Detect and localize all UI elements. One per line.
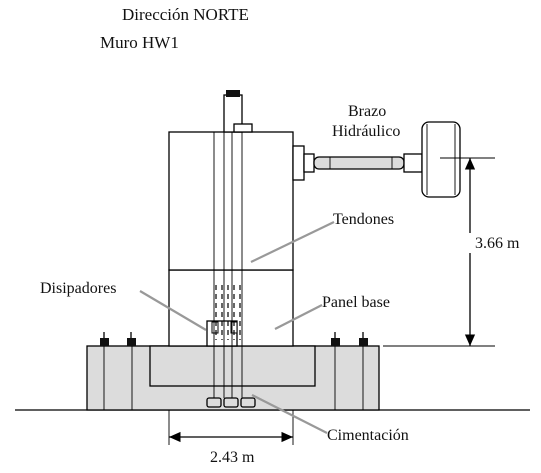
wall-title: Muro HW1 [100,33,179,52]
height-dimension [383,157,532,347]
actuator-label-line2: Hidráulico [332,123,400,140]
direction-title: Dirección NORTE [122,5,249,24]
foundation-leader [251,394,328,434]
height-dimension-label: 3.66 m [475,235,520,252]
actuator-label-line1: Brazo [348,103,386,120]
base-panel-leader [274,304,323,330]
width-dimension [168,410,294,445]
base-panel-label: Panel base [322,294,390,311]
dissipators-leader [139,290,207,331]
hydraulic-actuator [292,121,461,198]
tendons-leader [250,221,335,263]
upper-wall-panel [168,131,294,271]
width-dimension-label: 2.43 m [210,449,255,466]
tendons [213,132,243,398]
base-panel [168,269,294,347]
foundation-label: Cimentación [327,427,409,444]
foundation [86,332,380,411]
dissipators-label: Disipadores [40,280,116,297]
tendons-label: Tendones [333,211,394,228]
top-fixture [223,90,253,133]
